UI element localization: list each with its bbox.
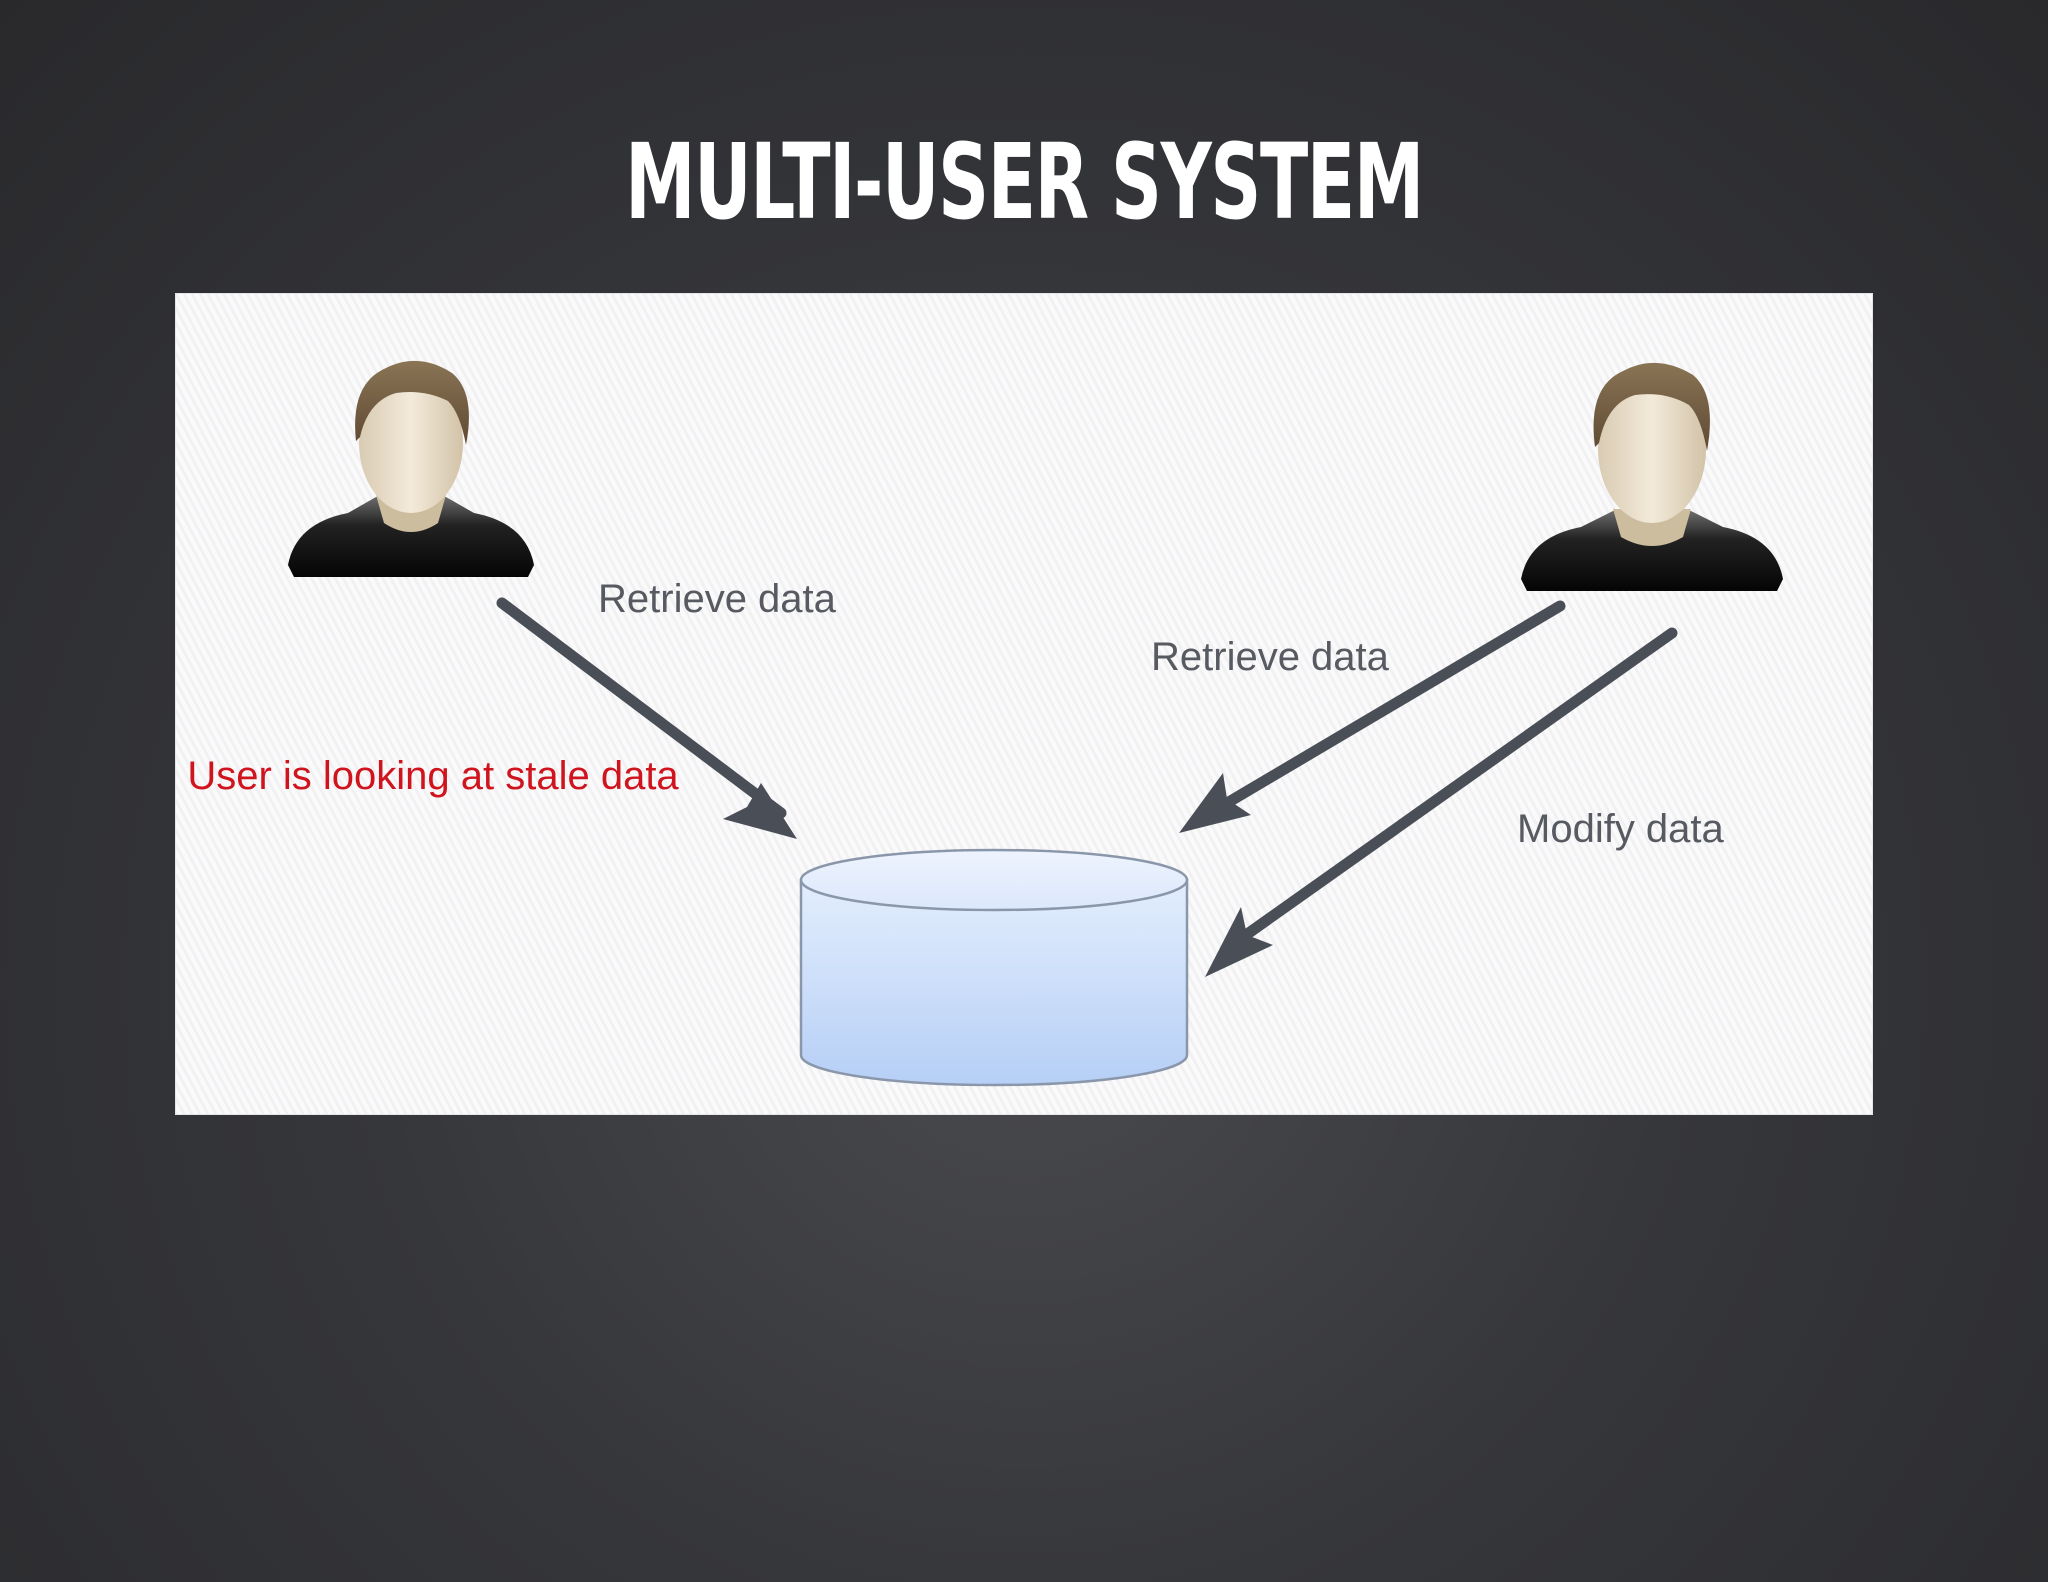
arrow-retrieve-right bbox=[1179, 600, 1566, 833]
diagram-canvas bbox=[288, 360, 1783, 1087]
modify-data-label: Modify data bbox=[1517, 807, 1724, 851]
database-icon bbox=[799, 848, 1189, 1087]
stale-data-warning: User is looking at stale data bbox=[187, 754, 679, 798]
slide-title: MULTI-USER SYSTEM bbox=[625, 121, 1424, 243]
retrieve-data-label: Retrieve data bbox=[1151, 635, 1389, 679]
retrieve-data-label: Retrieve data bbox=[598, 577, 836, 621]
user-icon bbox=[1521, 362, 1783, 591]
user-icon bbox=[288, 360, 534, 577]
diagram-panel: Retrieve data Retrieve data Modify data … bbox=[175, 293, 1873, 1115]
arrow-modify bbox=[1205, 627, 1678, 977]
arrow-retrieve-left bbox=[496, 597, 797, 839]
